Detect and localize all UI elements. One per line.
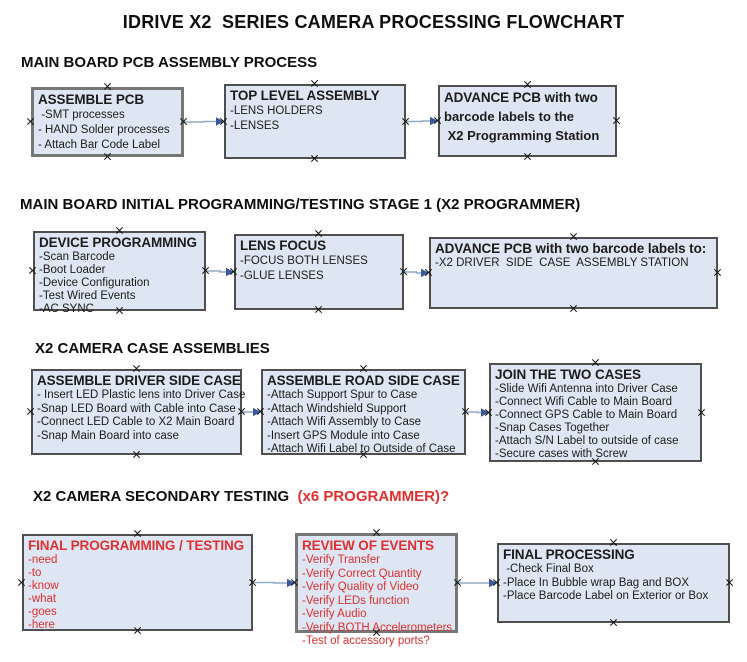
box-title: LENS FOCUS (240, 238, 327, 253)
box-item: - Insert LED Plastic lens into Driver Ca… (37, 389, 246, 401)
box-title: FINAL PROGRAMMING / TESTING (28, 538, 245, 553)
arrowhead-icon (430, 116, 438, 126)
box-item: -Attach Wifi Label to Outside of Case (267, 443, 456, 455)
box-item: -need (28, 554, 58, 566)
box-item: X2 Programming Station (444, 128, 600, 143)
flow-box-lens-focus[interactable]: LENS FOCUS -FOCUS BOTH LENSES -GLUE LENS… (234, 234, 404, 310)
connector-arrow[interactable] (406, 116, 438, 126)
box-item: -Scan Barcode (39, 251, 116, 263)
box-item: -Connect Wifi Cable to Main Board (495, 396, 673, 408)
box-item: -know (28, 580, 59, 592)
box-item: -FOCUS BOTH LENSES (240, 255, 368, 267)
flow-box-assemble-driver-side-case[interactable]: ASSEMBLE DRIVER SIDE CASE - Insert LED P… (31, 369, 246, 455)
box-item: -Test of accessory ports? (302, 635, 430, 647)
connector-arrow[interactable] (184, 117, 224, 126)
box-item: -goes (28, 606, 57, 618)
box-item: -Test Wired Events (39, 290, 136, 302)
section-heading-case-assemblies: X2 CAMERA CASE ASSEMBLIES (35, 340, 270, 357)
box-item: -to (28, 567, 42, 579)
box-item: -Snap Cases Together (495, 422, 610, 434)
box-title: ASSEMBLE DRIVER SIDE CASE (37, 373, 241, 388)
box-item: -X2 DRIVER SIDE CASE ASSEMBLY STATION (435, 257, 689, 269)
box-item: -Verify LEDs function (302, 594, 410, 607)
section-heading-initial-programming: MAIN BOARD INITIAL PROGRAMMING/TESTING S… (20, 196, 581, 213)
box-item: -Boot Loader (39, 264, 106, 276)
heading-black-part: X2 CAMERA SECONDARY TESTING (33, 488, 294, 505)
box-item: -Place Barcode Label on Exterior or Box (503, 590, 709, 602)
section-heading-pcb-assembly: MAIN BOARD PCB ASSEMBLY PROCESS (21, 54, 318, 71)
box-item: -LENSES (230, 120, 280, 132)
box-title: ASSEMBLE PCB (38, 92, 145, 107)
box-item: -Verify Correct Quantity (302, 567, 422, 580)
box-item: -Secure cases with Screw (495, 448, 628, 460)
box-item: -Device Configuration (39, 277, 150, 289)
box-title: ADVANCE PCB with two barcode labels to: (435, 241, 707, 256)
box-title: ADVANCE PCB with two (444, 90, 598, 105)
arrowhead-icon (253, 407, 261, 417)
flowchart-title: IDRIVE X2 SERIES CAMERA PROCESSING FLOWC… (122, 12, 625, 32)
arrowhead-icon (226, 267, 234, 277)
heading-red-part: (x6 PROGRAMMER)? (293, 488, 450, 505)
box-item: -Place In Bubble wrap Bag and BOX (503, 576, 690, 589)
flow-box-device-programming[interactable]: DEVICE PROGRAMMING -Scan Barcode -Boot L… (33, 231, 206, 315)
box-item: barcode labels to the (444, 109, 575, 124)
flow-box-review-of-events[interactable]: REVIEW OF EVENTS -Verify Transfer -Verif… (295, 533, 458, 647)
box-title: ASSEMBLE ROAD SIDE CASE (267, 373, 460, 388)
box-item: -Snap LED Board with Cable into Case (37, 402, 236, 415)
flow-box-advance-pcb-driver-side-station[interactable]: ADVANCE PCB with two barcode labels to: … (429, 237, 718, 309)
connector-arrow[interactable] (466, 408, 489, 417)
box-item: -Verify BOTH Accelerometers (302, 621, 453, 634)
arrowhead-icon (287, 578, 295, 588)
box-item: -Check Final Box (503, 563, 594, 575)
box-item: -Snap Main Board into case (37, 429, 179, 442)
flow-box-advance-pcb-programming-station[interactable]: ADVANCE PCB with two barcode labels to t… (438, 85, 617, 157)
box-item: -here (28, 619, 55, 631)
flow-box-final-processing[interactable]: FINAL PROCESSING -Check Final Box -Place… (497, 543, 730, 623)
box-title: REVIEW OF EVENTS (302, 538, 434, 553)
box-item: -LENS HOLDERS (230, 105, 323, 117)
box-title: DEVICE PROGRAMMING (39, 235, 197, 250)
arrowhead-icon (489, 578, 497, 588)
box-title: TOP LEVEL ASSEMBLY (230, 88, 380, 103)
box-title: FINAL PROCESSING (503, 547, 635, 562)
connector-arrow[interactable] (458, 578, 497, 588)
box-item: -Attach Support Spur to Case (267, 389, 418, 401)
box-item: -what (28, 593, 57, 605)
box-item: -Attach Wifi Assembly to Case (267, 416, 422, 428)
box-item: -Slide Wifi Antenna into Driver Case (495, 383, 678, 395)
box-item: -GLUE LENSES (240, 270, 324, 282)
flow-box-assemble-pcb[interactable]: ASSEMBLE PCB -SMT processes - HAND Solde… (31, 87, 184, 157)
flow-box-final-programming-testing[interactable]: FINAL PROGRAMMING / TESTING -need -to -k… (22, 534, 253, 631)
arrowhead-icon (481, 408, 489, 417)
box-item: -Attach S/N Label to outside of case (495, 435, 679, 447)
box-item: -Verify Transfer (302, 554, 380, 566)
box-item: -SMT processes (38, 109, 125, 121)
flow-box-top-level-assembly[interactable]: TOP LEVEL ASSEMBLY -LENS HOLDERS -LENSES (224, 84, 406, 159)
box-item: -Verify Quality of Video (302, 581, 419, 593)
connector-arrow[interactable] (253, 578, 295, 588)
connector-arrow[interactable] (206, 267, 234, 277)
arrowhead-icon (421, 268, 429, 278)
arrowhead-icon (216, 117, 224, 126)
box-item: - Attach Bar Code Label (38, 139, 161, 151)
section-heading-secondary-testing: X2 CAMERA SECONDARY TESTING (x6 PROGRAMM… (33, 488, 449, 505)
connector-arrow[interactable] (242, 407, 261, 417)
box-item: -Verify Audio (302, 608, 367, 620)
flow-box-join-the-two-cases[interactable]: JOIN THE TWO CASES -Slide Wifi Antenna i… (489, 363, 702, 462)
box-item: -Attach Windshield Support (267, 402, 407, 415)
box-item: -Connect LED Cable to X2 Main Board (37, 416, 235, 428)
box-item: - HAND Solder processes (38, 124, 170, 136)
box-item: -Insert GPS Module into Case (267, 429, 420, 442)
box-item: -Connect GPS Cable to Main Board (495, 409, 678, 421)
flow-box-assemble-road-side-case[interactable]: ASSEMBLE ROAD SIDE CASE -Attach Support … (261, 369, 466, 455)
connector-arrow[interactable] (404, 268, 429, 278)
box-item: -AC SYNC (39, 303, 94, 315)
box-title: JOIN THE TWO CASES (495, 367, 641, 382)
